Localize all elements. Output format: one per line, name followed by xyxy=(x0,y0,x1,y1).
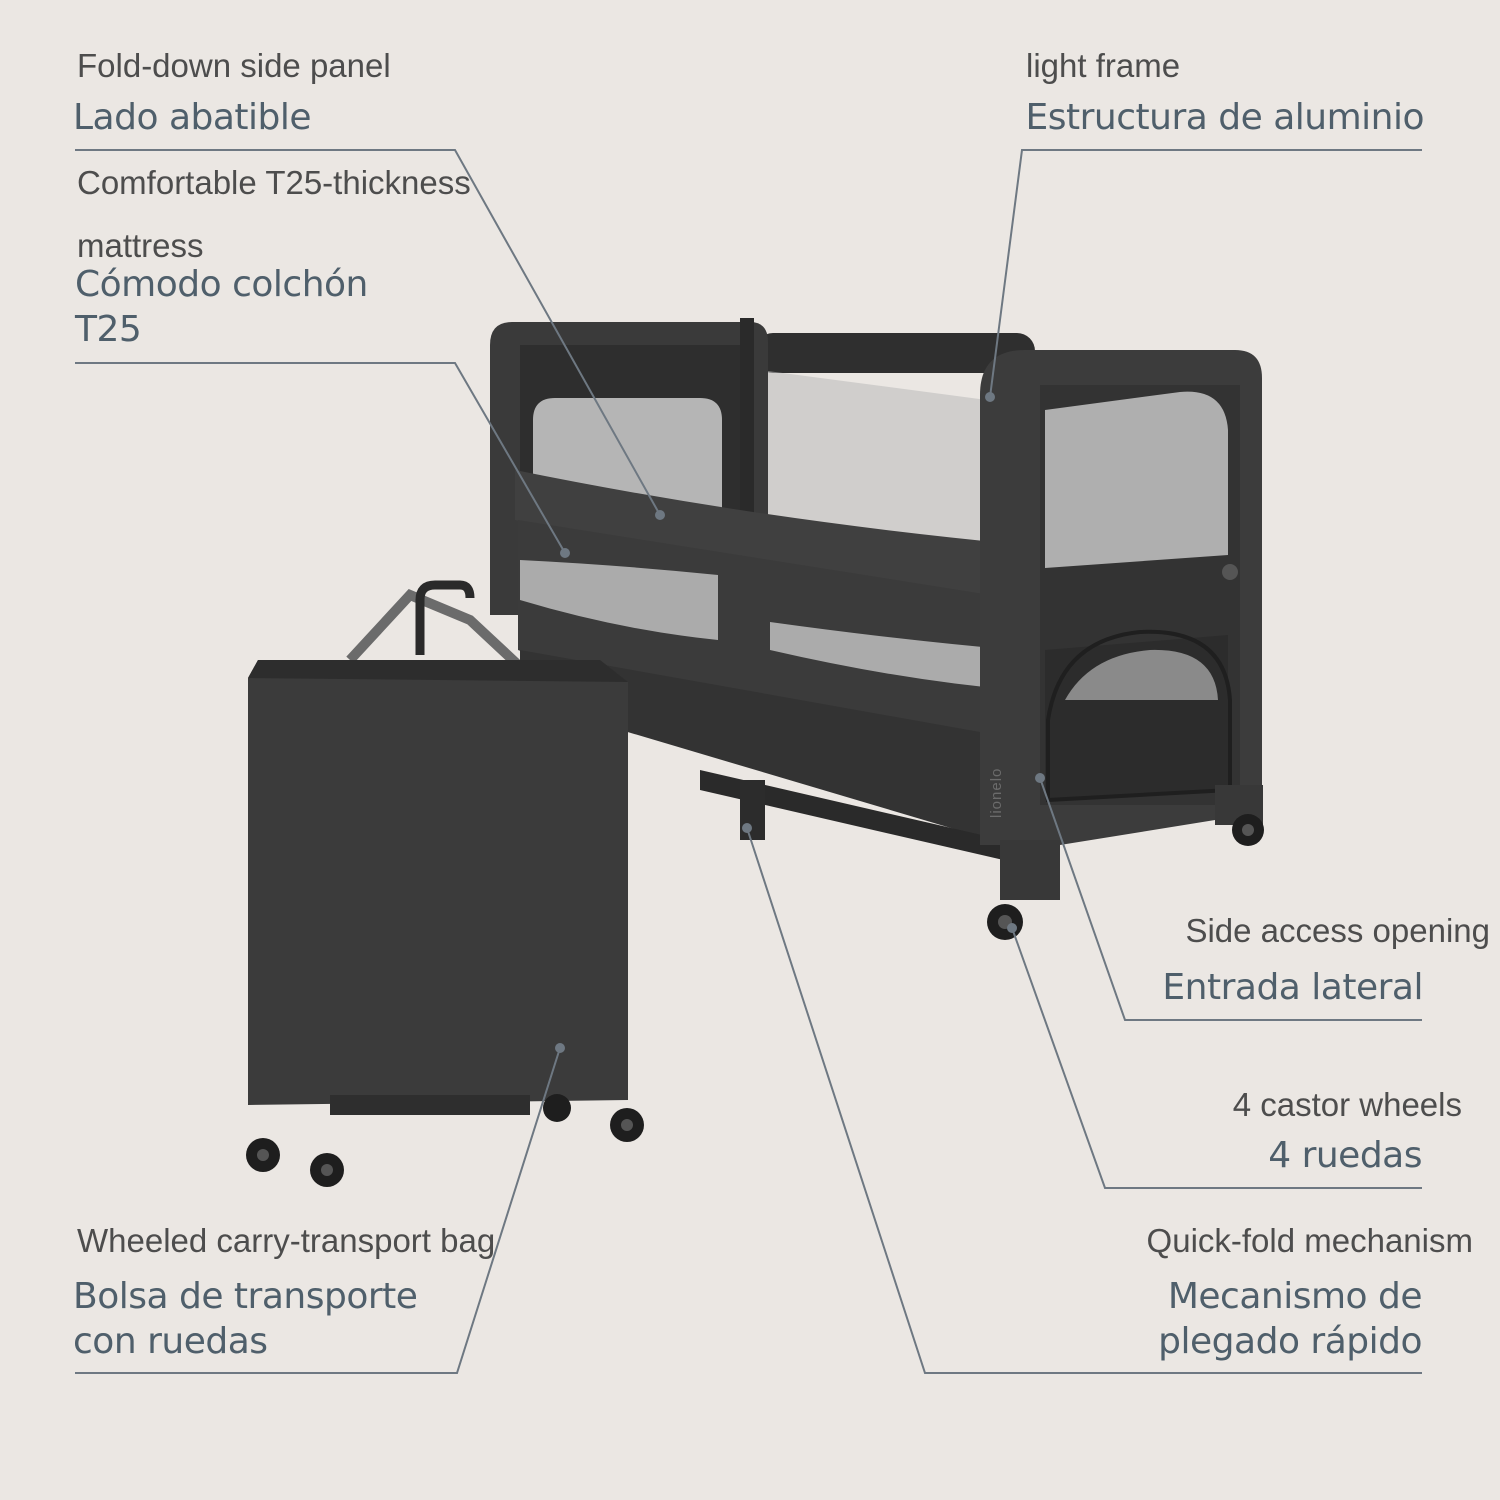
quick-fold-label-es-line1: Mecanismo de xyxy=(1167,1276,1423,1317)
side-access-leader-line xyxy=(1039,777,1422,1021)
quick-fold-leader-line xyxy=(746,827,1422,1374)
carry-bag-label-en: Wheeled carry-transport bag xyxy=(77,1222,496,1259)
fold-down-leader-line xyxy=(75,149,661,516)
mattress-label-en-line2: mattress xyxy=(77,227,204,264)
callout-dots xyxy=(555,392,1045,1053)
frame-label-es: Estructura de aluminio xyxy=(1025,97,1425,138)
callout-lines xyxy=(75,149,1422,1374)
mattress-label-en-line1: Comfortable T25-thickness xyxy=(77,164,471,201)
travel-cot xyxy=(490,318,1264,940)
side-access-label-en: Side access opening xyxy=(1185,912,1490,949)
brand-logo: lionelo xyxy=(988,767,1005,818)
wheels-label-es: 4 ruedas xyxy=(1268,1135,1422,1176)
quick-fold-label-en: Quick-fold mechanism xyxy=(1146,1222,1473,1259)
carry-bag-label-es-line1: Bolsa de transporte xyxy=(73,1276,418,1317)
carry-bag-label-es-line2: con ruedas xyxy=(73,1321,268,1362)
frame-label-en: light frame xyxy=(1026,47,1181,84)
wheels-leader-line xyxy=(1011,927,1422,1189)
side-access-label-es: Entrada lateral xyxy=(1162,967,1423,1008)
carry-bag-leader-line xyxy=(75,1047,561,1374)
frame-leader-line xyxy=(989,149,1422,398)
mattress-label-es-line1: Cómodo colchón xyxy=(75,264,368,305)
fold-down-label-es: Lado abatible xyxy=(73,97,312,138)
carry-bag xyxy=(246,580,644,1187)
quick-fold-label-es-line2: plegado rápido xyxy=(1158,1321,1422,1362)
fold-down-label-en: Fold-down side panel xyxy=(77,47,391,84)
mattress-leader-line xyxy=(75,362,566,554)
wheels-label-en: 4 castor wheels xyxy=(1232,1086,1462,1123)
mattress-label-es-line2: T25 xyxy=(75,309,142,350)
